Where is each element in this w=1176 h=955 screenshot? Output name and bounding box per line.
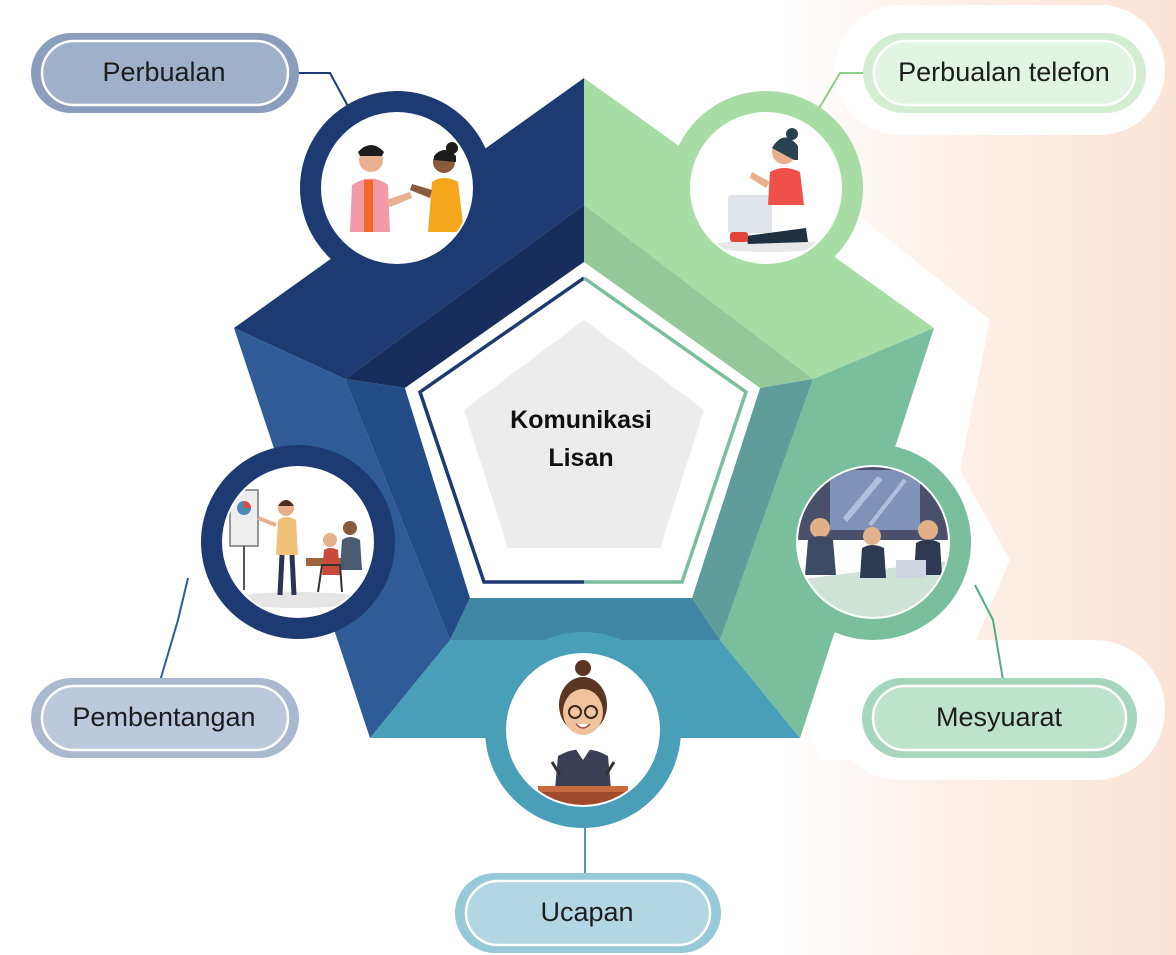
speaker-at-podium-icon (538, 660, 628, 805)
label-ucapan[interactable]: Ucapan (455, 873, 721, 953)
label-perbualan[interactable]: Perbualan (31, 33, 299, 113)
label-perbualan-telefon[interactable]: Perbualan telefon (863, 33, 1146, 113)
two-people-talking-icon (350, 142, 464, 232)
center-pentagon: Komunikasi Lisan (405, 262, 760, 598)
label-pembentangan[interactable]: Pembentangan (31, 678, 299, 758)
label-mesyuarat[interactable]: Mesyuarat (862, 678, 1137, 758)
bevel-bottom (450, 598, 720, 640)
svg-text:Mesyuarat: Mesyuarat (936, 702, 1063, 732)
node-ucapan (485, 632, 681, 828)
center-title-line1: Komunikasi (510, 406, 652, 434)
connector-mesyuarat (974, 584, 1004, 681)
center-title-line2: Lisan (548, 444, 613, 472)
connector-pembentangan (159, 577, 189, 682)
svg-text:Pembentangan: Pembentangan (72, 702, 255, 732)
woman-on-phone-icon (712, 128, 828, 252)
svg-text:Perbualan telefon: Perbualan telefon (898, 57, 1110, 87)
connector-perbualan (296, 72, 351, 111)
connector-perbualan-telefon (817, 72, 873, 111)
connector-lines (159, 72, 1004, 876)
node-pembentangan (201, 445, 395, 639)
svg-text:Perbualan: Perbualan (102, 57, 225, 87)
presentation-icon (228, 489, 368, 608)
node-perbualan-telefon (669, 91, 863, 285)
bevel-left (345, 379, 470, 640)
bevel-top-right (584, 205, 813, 388)
bevel-top-left (345, 205, 584, 388)
svg-text:Ucapan: Ucapan (540, 897, 633, 927)
node-mesyuarat (775, 444, 971, 640)
node-perbualan (300, 91, 494, 285)
bevel-right (692, 379, 813, 640)
